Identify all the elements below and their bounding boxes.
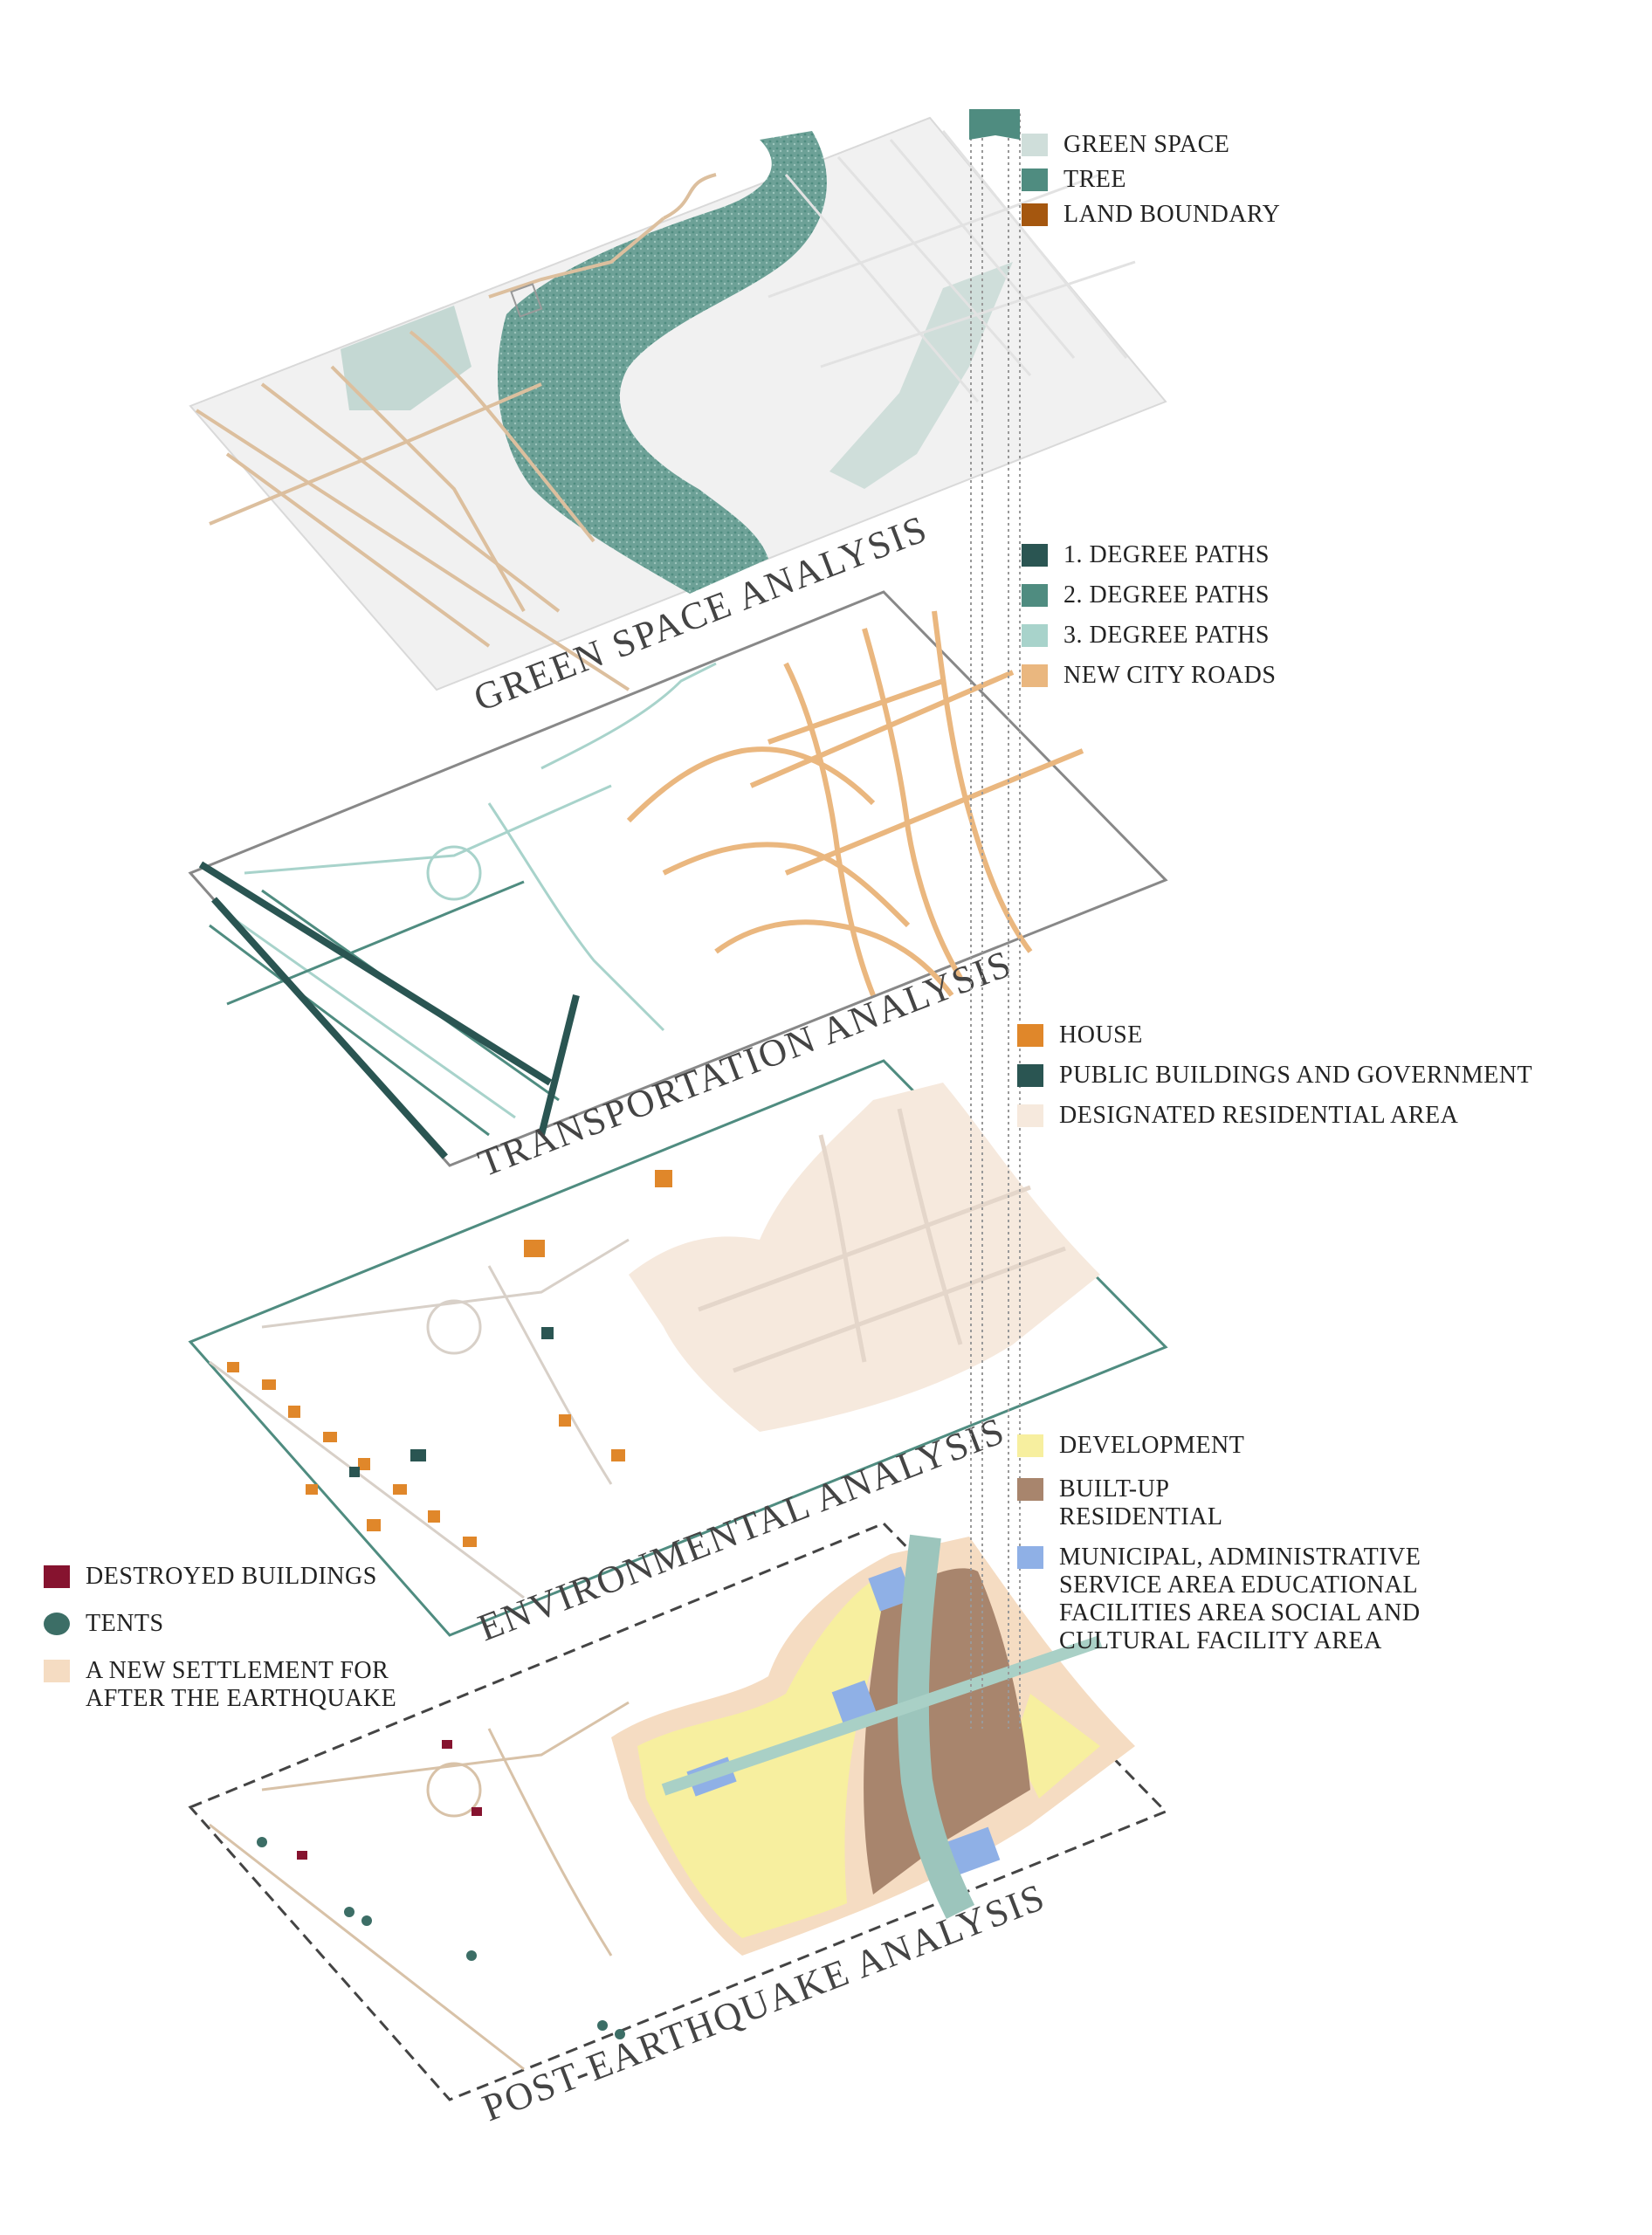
legend-item-land-boundary: LAND BOUNDARY bbox=[1022, 201, 1280, 229]
new-city-roads bbox=[626, 610, 1084, 997]
destroyed-buildings-swatch bbox=[44, 1565, 70, 1588]
tent-markers bbox=[257, 1837, 625, 2039]
legend-item-development: DEVELOPMENT bbox=[1017, 1432, 1421, 1460]
legend-item-new-city-roads: NEW CITY ROADS bbox=[1022, 662, 1276, 690]
land-boundary-swatch bbox=[1022, 203, 1048, 226]
legend-label: TENTS bbox=[86, 1610, 164, 1637]
green-space-area-west bbox=[341, 306, 472, 410]
legend-label: PUBLIC BUILDINGS AND GOVERNMENT bbox=[1059, 1062, 1533, 1089]
legend-item-destroyed-buildings: DESTROYED BUILDINGS bbox=[44, 1563, 396, 1591]
legend-label: BUILT-UP RESIDENTIAL bbox=[1059, 1475, 1223, 1530]
legend-item-degree-2: 2. DEGREE PATHS bbox=[1022, 581, 1276, 609]
legend-item-designated-residential: DESIGNATED RESIDENTIAL AREA bbox=[1017, 1102, 1532, 1130]
destroyed-building-markers bbox=[297, 1740, 482, 1860]
legend-post-earthquake: DEVELOPMENT BUILT-UP RESIDENTIAL MUNICIP… bbox=[1017, 1432, 1421, 1655]
guide-rails bbox=[970, 113, 1021, 1729]
river-corridor bbox=[897, 1534, 975, 1920]
legend-item-new-settlement: A NEW SETTLEMENT FOR AFTER THE EARTHQUAK… bbox=[44, 1657, 396, 1713]
degree-3-paths bbox=[217, 662, 717, 1119]
designated-residential-swatch bbox=[1017, 1104, 1043, 1127]
environmental-roads bbox=[209, 1238, 630, 1599]
legend-post-earthquake-left: DESTROYED BUILDINGS TENTS A NEW SETTLEME… bbox=[44, 1563, 396, 1713]
development-area-east bbox=[1013, 1694, 1100, 1798]
tree-mass bbox=[498, 131, 827, 594]
degree-2-swatch bbox=[1022, 584, 1048, 607]
legend-item-green-space: GREEN SPACE bbox=[1022, 131, 1280, 159]
tent-icon bbox=[44, 1613, 70, 1635]
legend-label: LAND BOUNDARY bbox=[1063, 201, 1281, 228]
legend-label: 2. DEGREE PATHS bbox=[1063, 581, 1270, 609]
degree-3-swatch bbox=[1022, 624, 1048, 647]
legend-label: HOUSE bbox=[1059, 1021, 1143, 1049]
legend-item-degree-1: 1. DEGREE PATHS bbox=[1022, 541, 1276, 569]
green-space-roads bbox=[195, 173, 717, 691]
new-settlement-swatch bbox=[44, 1660, 70, 1682]
legend-environmental: HOUSE PUBLIC BUILDINGS AND GOVERNMENT DE… bbox=[1017, 1021, 1532, 1130]
degree-1-swatch bbox=[1022, 544, 1048, 567]
legend-label: TREE bbox=[1063, 166, 1126, 193]
legend-item-public-buildings: PUBLIC BUILDINGS AND GOVERNMENT bbox=[1017, 1062, 1532, 1090]
legend-item-tree: TREE bbox=[1022, 166, 1280, 194]
degree-1-paths bbox=[198, 861, 580, 1159]
legend-item-degree-3: 3. DEGREE PATHS bbox=[1022, 622, 1276, 650]
development-swatch bbox=[1017, 1434, 1043, 1457]
new-city-roads-swatch bbox=[1022, 664, 1048, 687]
legend-label: 1. DEGREE PATHS bbox=[1063, 541, 1270, 568]
public-buildings-swatch bbox=[1017, 1064, 1043, 1087]
municipal-swatch bbox=[1017, 1546, 1043, 1569]
green-space-swatch bbox=[1022, 134, 1048, 156]
post-earthquake-roads bbox=[209, 1701, 630, 2071]
legend-label: DEVELOPMENT bbox=[1059, 1432, 1245, 1459]
legend-label: 3. DEGREE PATHS bbox=[1063, 622, 1270, 649]
legend-item-tents: TENTS bbox=[44, 1610, 396, 1638]
legend-label: DESIGNATED RESIDENTIAL AREA bbox=[1059, 1102, 1459, 1129]
legend-label: A NEW SETTLEMENT FOR AFTER THE EARTHQUAK… bbox=[86, 1657, 397, 1712]
house-markers bbox=[227, 1170, 672, 1547]
environmental-grid bbox=[698, 1108, 1066, 1373]
legend-label: MUNICIPAL, ADMINISTRATIVE SERVICE AREA E… bbox=[1059, 1544, 1421, 1654]
public-building-markers bbox=[349, 1327, 554, 1477]
legend-item-municipal: MUNICIPAL, ADMINISTRATIVE SERVICE AREA E… bbox=[1017, 1544, 1421, 1655]
legend-green-space: GREEN SPACE TREE LAND BOUNDARY bbox=[1022, 131, 1280, 229]
green-space-map-plane bbox=[189, 116, 1167, 691]
legend-label: DESTROYED BUILDINGS bbox=[86, 1563, 377, 1590]
legend-item-built-up-residential: BUILT-UP RESIDENTIAL bbox=[1017, 1475, 1421, 1531]
green-space-building bbox=[510, 283, 543, 318]
guide-rail-cap bbox=[969, 109, 1020, 140]
legend-label: NEW CITY ROADS bbox=[1063, 662, 1277, 689]
built-up-residential-swatch bbox=[1017, 1478, 1043, 1501]
legend-item-house: HOUSE bbox=[1017, 1021, 1532, 1049]
house-swatch bbox=[1017, 1024, 1043, 1047]
green-corridor bbox=[661, 1635, 1103, 1796]
legend-label: GREEN SPACE bbox=[1063, 131, 1230, 158]
tree-swatch bbox=[1022, 168, 1048, 191]
legend-transportation: 1. DEGREE PATHS 2. DEGREE PATHS 3. DEGRE… bbox=[1022, 541, 1276, 690]
